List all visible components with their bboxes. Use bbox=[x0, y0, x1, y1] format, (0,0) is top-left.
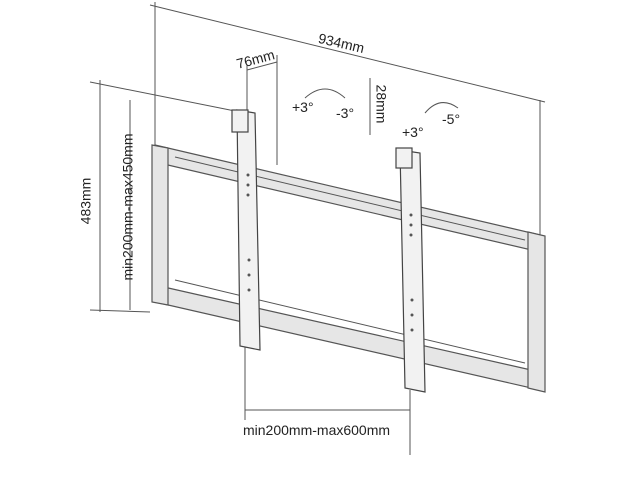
tilt-right-plus-label: +3° bbox=[402, 124, 424, 140]
right-edge bbox=[527, 231, 546, 393]
frame bbox=[151, 144, 546, 393]
dimension-lines bbox=[89, 2, 546, 455]
rail-slots bbox=[174, 156, 526, 364]
lift-label: 28mm bbox=[373, 84, 390, 124]
tilt-left-plus-label: +3° bbox=[292, 99, 314, 115]
vertical-arms bbox=[231, 109, 426, 393]
tilt-right-minus-label: -5° bbox=[442, 111, 461, 127]
right-arm bbox=[399, 149, 426, 393]
overall-height-label: 483mm bbox=[77, 177, 94, 225]
bottom-rail bbox=[154, 284, 541, 391]
right-arm-hook bbox=[395, 147, 413, 169]
top-rail bbox=[154, 144, 541, 253]
tilt-left-minus-label: -3° bbox=[336, 105, 355, 121]
left-edge bbox=[151, 144, 169, 306]
left-arm-hook bbox=[231, 109, 249, 133]
horizontal-range-label: min200mm-max600mm bbox=[243, 422, 391, 438]
vertical-range-label: min200mm-max450mm bbox=[119, 133, 136, 281]
arm-holes bbox=[246, 173, 414, 332]
left-arm bbox=[236, 109, 261, 351]
